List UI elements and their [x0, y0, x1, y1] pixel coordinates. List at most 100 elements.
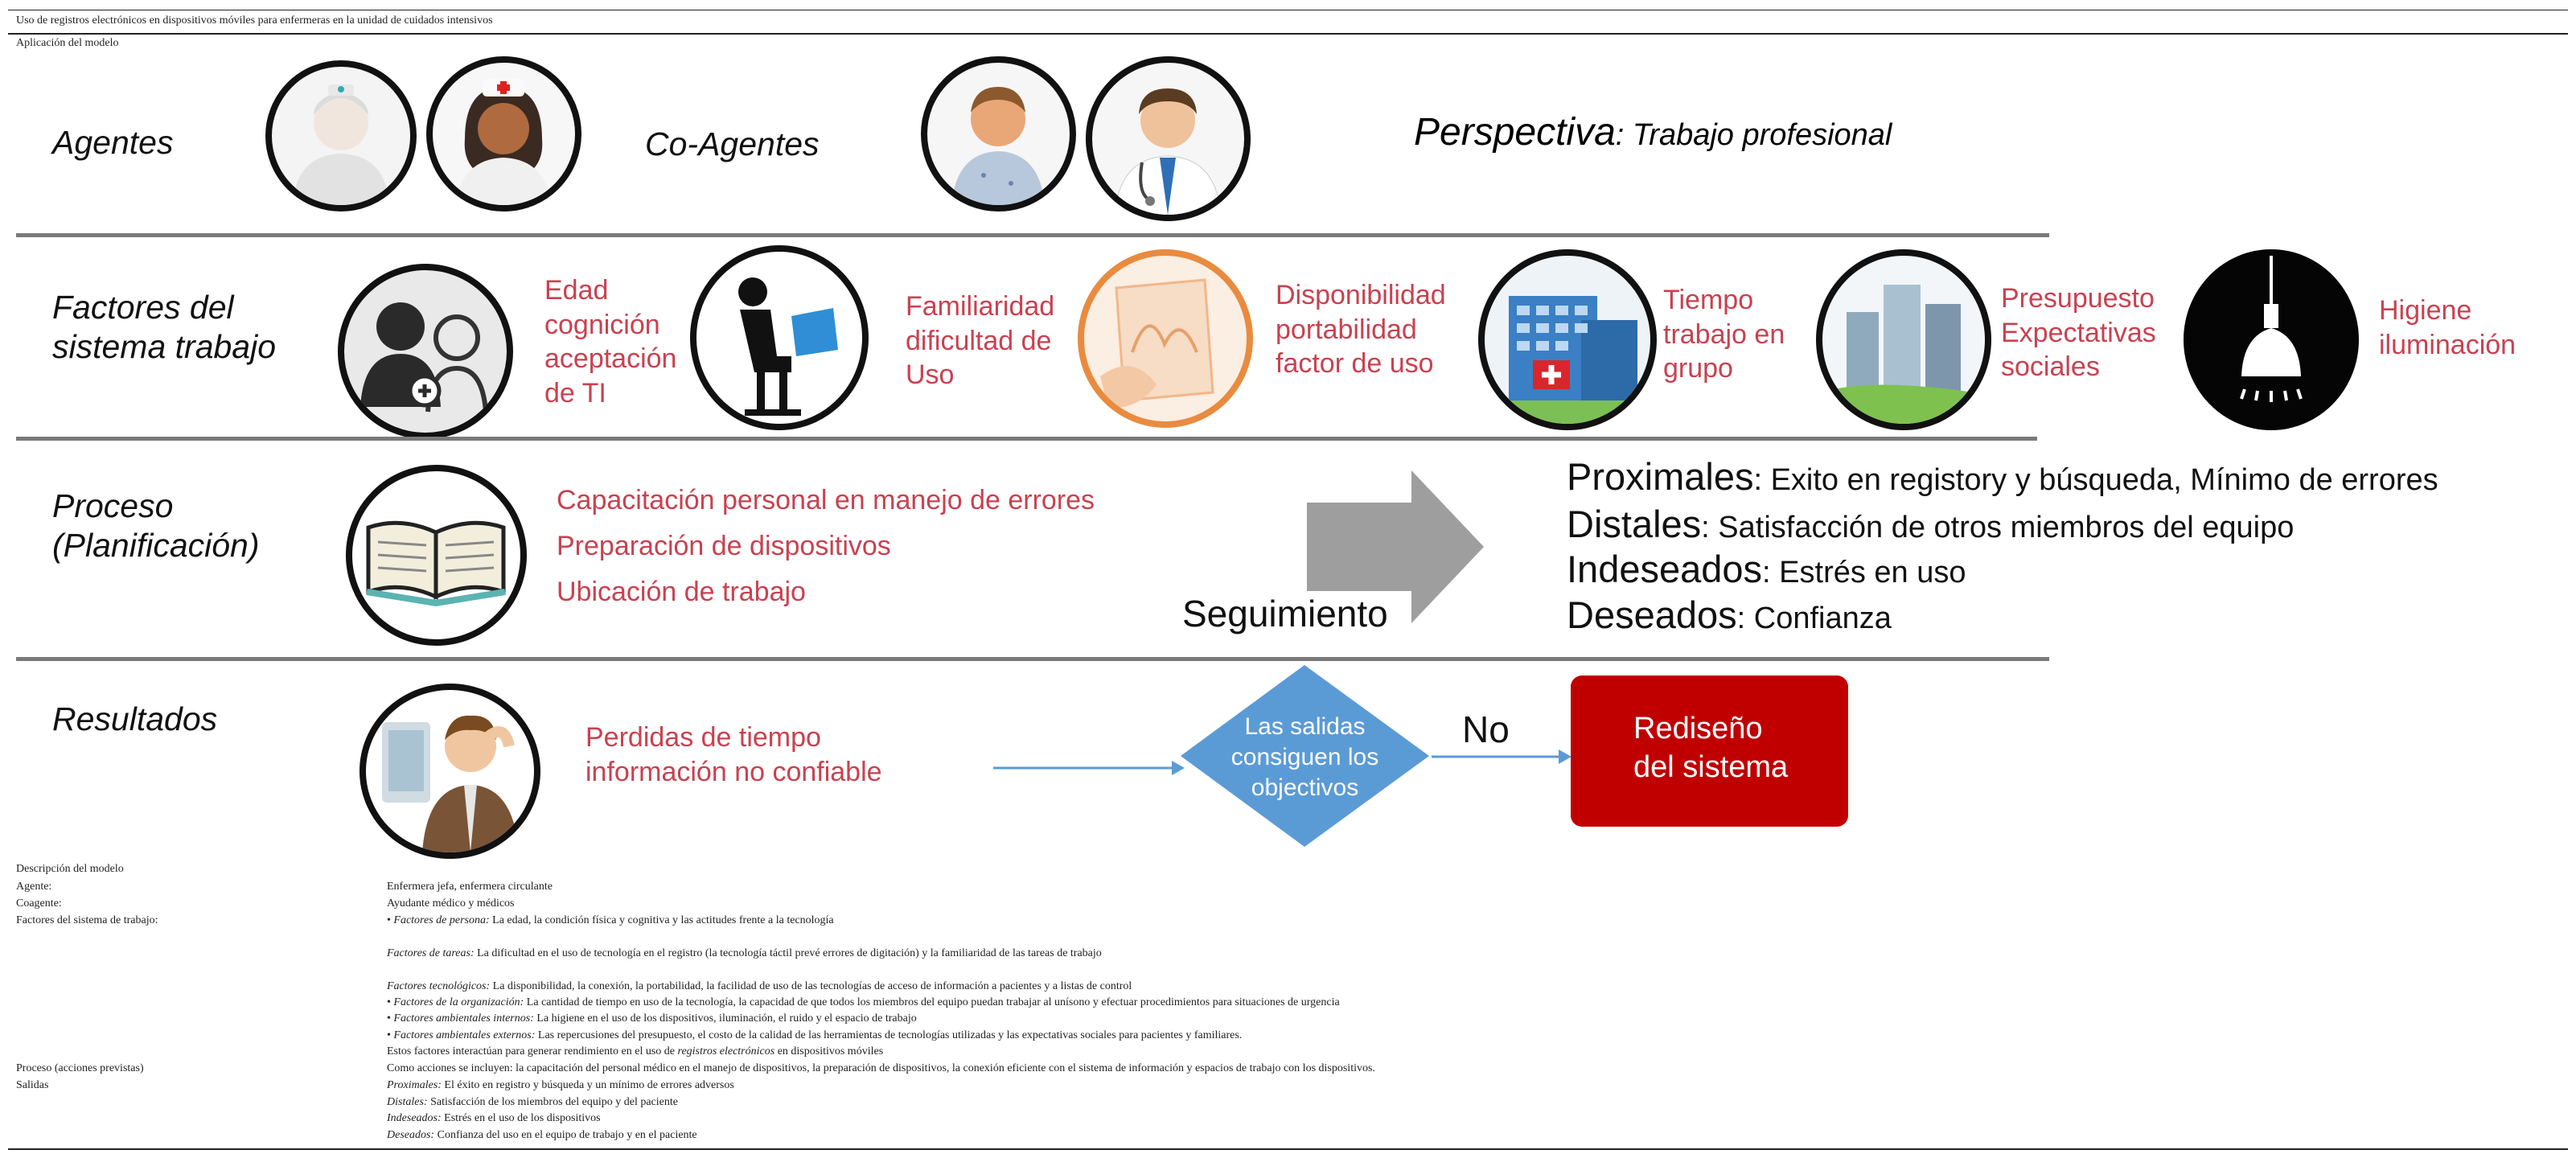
- model-application-label: Aplicación del modelo: [16, 37, 119, 49]
- outcome-label: Indeseados: [1567, 548, 1763, 590]
- process-items: Capacitación personal en manejo de error…: [557, 478, 1095, 615]
- patient-icon: [921, 56, 1076, 211]
- decision-diamond: [1181, 665, 1429, 847]
- redesign-line: del sistema: [1633, 750, 1789, 784]
- factor-5-text: Presupuesto Expectativas sociales: [2001, 281, 2156, 384]
- tech-factors: Factores tecnológicos: La disponibilidad…: [387, 980, 1132, 993]
- factor-6-line: Higiene: [2379, 295, 2472, 326]
- no-arrow: [1432, 749, 1571, 764]
- interaction-post: en dispositivos móviles: [774, 1045, 884, 1057]
- outcome-undesired: Indeseados: Estrés en uso: [1567, 547, 1966, 591]
- factor-2-line: Familiaridad: [906, 291, 1055, 322]
- interaction-italic: registros electrónicos: [677, 1045, 775, 1057]
- factor-2-line: Uso: [906, 359, 955, 390]
- outcome-label: Proximales: [1567, 455, 1754, 498]
- outcome-text: : Confianza: [1736, 602, 1892, 635]
- factor-1-line: de TI: [544, 377, 606, 409]
- perspective-label: Perspectiva: [1414, 111, 1616, 154]
- task-factors-label: Factores de tareas:: [387, 947, 475, 959]
- org-factors-label: Factores de la organización:: [393, 996, 524, 1008]
- description-header: Descripción del modelo: [16, 863, 124, 875]
- factor-5-line: Expectativas: [2001, 317, 2156, 348]
- redesign-line: Rediseño: [1633, 712, 1763, 745]
- person-factors-text: La edad, la condición física y cognitiva…: [489, 914, 834, 926]
- coagent-label: Coagente:: [16, 897, 62, 910]
- agent-label: Agente:: [16, 881, 52, 893]
- results-arrow: [993, 761, 1185, 775]
- hospital-icon: [1478, 249, 1657, 430]
- user-laptop-icon: [690, 245, 869, 430]
- output-desired: Deseados: Confianza del uso en el equipo…: [387, 1129, 697, 1142]
- touch-device-icon: [1078, 249, 1253, 428]
- factor-4-text: Tiempo trabajo en grupo: [1663, 283, 1785, 386]
- outcome-text: : Estrés en uso: [1762, 556, 1966, 589]
- outputs-label: Salidas: [16, 1079, 49, 1091]
- bullet: •: [387, 914, 394, 926]
- decision-line: Las salidas: [1244, 713, 1366, 740]
- no-label: No: [1462, 708, 1510, 750]
- des-text: Confianza del uso en el equipo de trabaj…: [434, 1129, 697, 1141]
- dist-label: Distales:: [387, 1096, 428, 1108]
- undes-text: Estrés en el uso de los dispositivos: [441, 1112, 601, 1124]
- co-agents-title: Co-Agentes: [645, 125, 820, 162]
- person-factors-label: Factores de persona:: [393, 914, 490, 926]
- process-label: Proceso (acciones previstas): [16, 1062, 144, 1074]
- factor-2-line: dificultad de: [906, 325, 1052, 356]
- process-title-line-1: Proceso: [52, 487, 174, 524]
- bottom-rule: [8, 1148, 2568, 1150]
- process-item: Capacitación personal en manejo de error…: [557, 485, 1095, 515]
- output-distal: Distales: Satisfacción de los miembros d…: [387, 1096, 678, 1109]
- factor-4-line: trabajo en: [1663, 318, 1785, 350]
- factor-1-text: Edad cognición aceptación de TI: [544, 273, 676, 410]
- factor-1-line: cognición: [544, 309, 660, 340]
- interaction-statement: Estos factores interactúan para generar …: [387, 1045, 883, 1058]
- prox-text: El éxito en registro y búsqueda y un mín…: [441, 1079, 734, 1091]
- decision-line: objectivos: [1251, 774, 1359, 801]
- agents-title: Agentes: [52, 124, 174, 161]
- perspective: Perspectiva: Trabajo profesional: [1414, 110, 1892, 154]
- table-title: Uso de registros electrónicos en disposi…: [16, 14, 493, 27]
- dist-text: Satisfacción de los miembros del equipo …: [427, 1096, 678, 1108]
- results-line: información no confiable: [585, 756, 882, 787]
- outcome-label: Deseados: [1567, 593, 1737, 636]
- followup-label: Seguimiento: [1182, 593, 1388, 634]
- outcome-distal: Distales: Satisfacción de otros miembros…: [1567, 502, 2294, 546]
- separator-3: [16, 657, 2049, 661]
- doctor-icon: [1086, 56, 1251, 221]
- org-factors: • Factores de la organización: La cantid…: [387, 996, 1340, 1009]
- nurse-icon: [265, 60, 417, 211]
- results-text: Perdidas de tiempo información no confia…: [585, 721, 882, 789]
- decision-line: consiguen los: [1230, 744, 1379, 770]
- outcome-text: : Satisfacción de otros miembros del equ…: [1701, 511, 2295, 544]
- org-factors-text: La cantidad de tiempo en uso de la tecno…: [524, 996, 1340, 1008]
- process-title-line-2: (Planificación): [52, 527, 260, 565]
- output-undesired: Indeseados: Estrés en el uso de los disp…: [387, 1112, 601, 1125]
- factor-5-line: Presupuesto: [2001, 283, 2155, 314]
- outcome-text: : Exito en registory y búsqueda, Mínimo …: [1753, 463, 2438, 497]
- person-factors: • Factores de persona: La edad, la condi…: [387, 914, 834, 927]
- bullet: •: [387, 1029, 394, 1041]
- factors-label: Factores del sistema de trabajo:: [16, 914, 158, 926]
- task-factors: Factores de tareas: La dificultad en el …: [387, 947, 1102, 960]
- process-text: Como acciones se incluyen: la capacitaci…: [387, 1062, 1375, 1074]
- open-book-icon: [346, 465, 527, 646]
- agent-value: Enfermera jefa, enfermera circulante: [387, 881, 553, 893]
- interaction-pre: Estos factores interactúan para generar …: [387, 1045, 678, 1057]
- work-system-title-line-2: sistema trabajo: [52, 328, 277, 366]
- factor-5-line: sociales: [2001, 351, 2100, 382]
- factor-1-line: aceptación: [544, 343, 677, 374]
- outcome-desired: Deseados: Confianza: [1567, 593, 1892, 637]
- coagent-value: Ayudante médico y médicos: [387, 897, 515, 910]
- person-factors-icon: [338, 264, 513, 439]
- separator-1: [16, 233, 2049, 237]
- decision-text: Las salidas consiguen los objectivos: [1178, 712, 1432, 803]
- factor-3-line: factor de uso: [1276, 348, 1434, 379]
- external-env-factors: • Factores ambientales externos: Las rep…: [387, 1029, 1242, 1042]
- des-label: Deseados:: [387, 1129, 435, 1141]
- factor-4-line: grupo: [1663, 353, 1733, 384]
- work-system-title: Factores del sistema trabajo: [52, 288, 276, 367]
- perspective-value: : Trabajo profesional: [1615, 118, 1892, 152]
- external-env-label: Factores ambientales externos:: [393, 1029, 536, 1041]
- work-system-title-line-1: Factores del: [52, 289, 234, 326]
- external-env-text: Las repercusiones del presupuesto, el co…: [535, 1029, 1243, 1041]
